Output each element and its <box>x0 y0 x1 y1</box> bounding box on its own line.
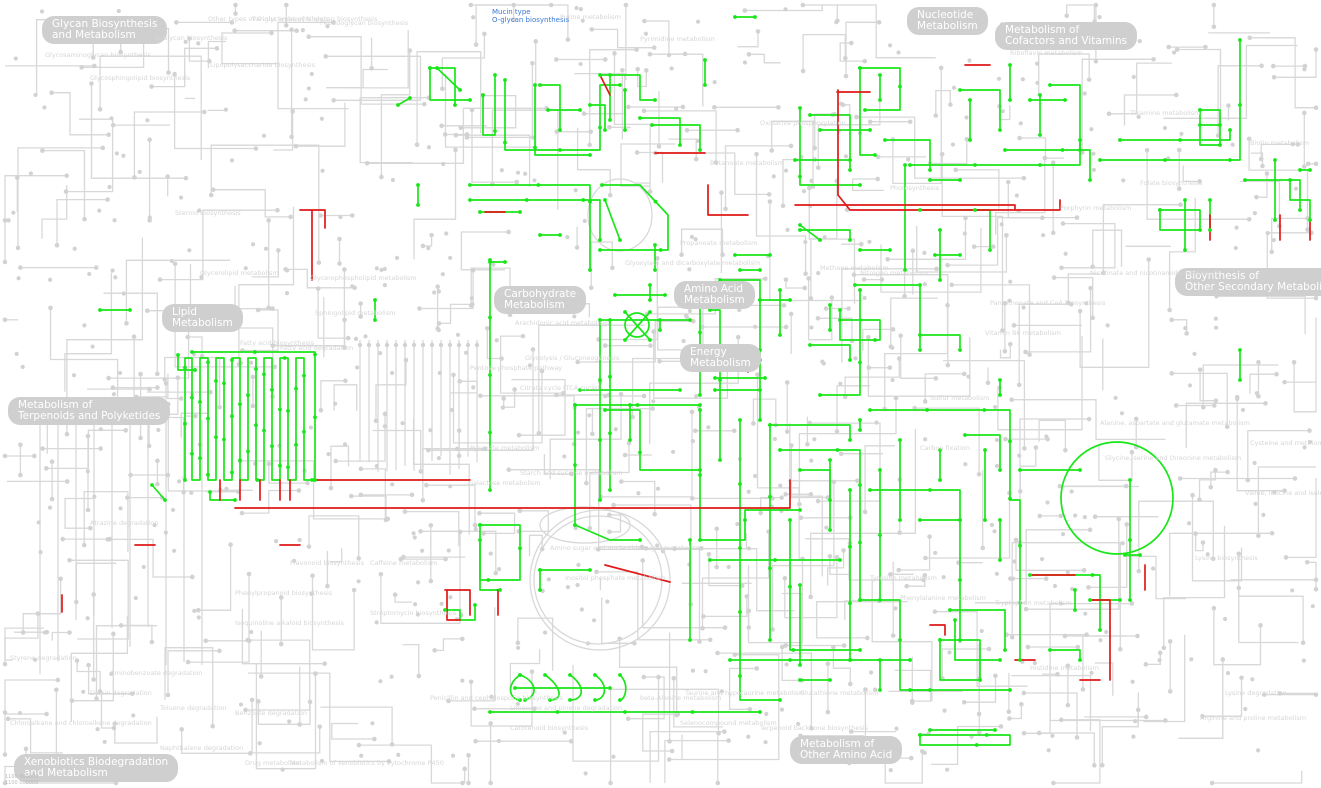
category-label: Metabolism of Other Amino Acid <box>800 738 892 761</box>
pathway-sublabel[interactable]: Carotenoid biosynthesis <box>510 725 588 732</box>
pathway-sublabel[interactable]: Purine metabolism <box>560 14 621 21</box>
pathway-sublabel[interactable]: Glycine, serine and threonine metabolism <box>1105 455 1241 462</box>
pathway-sublabel[interactable]: Inositol phosphate metabolism <box>565 575 665 582</box>
category-label: Metabolism of Cofactors and Vitamins <box>1005 24 1127 47</box>
pathway-sublabel[interactable]: Glycolysis / Gluconeogenesis <box>525 355 619 362</box>
pathway-sublabel[interactable]: Fatty acid degradation <box>280 345 353 352</box>
pathway-sublabel[interactable]: Steroid biosynthesis <box>175 210 241 217</box>
pathway-sublabel[interactable]: Streptomycin biosynthesis <box>370 610 456 617</box>
pathway-sublabel[interactable]: Aminobenzoate degradation <box>110 670 202 677</box>
category-label: Metabolism of Terpenoids and Polyketides <box>18 399 160 422</box>
pathway-sublabel[interactable]: Glycerophospholipid metabolism <box>310 275 417 282</box>
pathway-sublabel[interactable]: Tyrosine metabolism <box>870 575 937 582</box>
category-nucleotide-metabolism[interactable]: Nucleotide Metabolism <box>907 7 988 35</box>
pathway-sublabel[interactable]: Glutathione metabolism <box>800 690 878 697</box>
pathway-sublabel[interactable]: Limonene and pinene degradation <box>510 705 622 712</box>
background-pathway-network <box>5 5 1316 783</box>
pathway-sublabel[interactable]: Phenylalanine metabolism <box>900 595 986 602</box>
pathway-sublabel[interactable]: Glyoxylate and dicarboxylate metabolism <box>625 260 760 267</box>
category-glycan-biosynthesis[interactable]: Glycan Biosynthesis and Metabolism <box>42 16 167 44</box>
category-label: Amino Acid Metabolism <box>684 283 745 306</box>
pathway-sublabel[interactable]: Folate biosynthesis <box>1140 180 1202 187</box>
highlight-line-1: Mucin type <box>492 8 569 16</box>
category-label: Xenobiotics Biodegradation and Metabolis… <box>24 756 168 779</box>
pathway-sublabel[interactable]: Peptidoglycan biosynthesis <box>320 20 408 27</box>
pathway-sublabel[interactable]: Penicillin and cephalosporin biosynthesi… <box>430 695 563 702</box>
pathway-sublabel[interactable]: Metabolism of xenobiotics by cytochrome … <box>290 760 444 767</box>
pathway-sublabel[interactable]: Butanoate metabolism <box>710 160 784 167</box>
pathway-sublabel[interactable]: Isoquinoline alkaloid biosynthesis <box>235 620 344 627</box>
pathway-sublabel[interactable]: Flavonoid biosynthesis <box>290 560 364 567</box>
category-label: Glycan Biosynthesis and Metabolism <box>52 18 157 41</box>
pathway-sublabel[interactable]: Lipopolysaccharide biosynthesis <box>210 62 315 69</box>
pathway-sublabel[interactable]: Toluene degradation <box>160 705 226 712</box>
pathway-sublabel[interactable]: Glycosphingolipid biosynthesis <box>90 75 190 82</box>
highlight-line-2: O-glycan biosynthesis <box>492 16 569 24</box>
pathway-sublabel[interactable]: Terpenoid backbone biosynthesis <box>760 725 868 732</box>
category-label: Nucleotide Metabolism <box>917 9 978 32</box>
pathway-sublabel[interactable]: Oxidative phosphorylation <box>760 120 846 127</box>
pathway-sublabel[interactable]: Sulfur metabolism <box>930 395 990 402</box>
pathway-sublabel[interactable]: Naphthalene degradation <box>160 745 243 752</box>
pathway-sublabel[interactable]: Nitrogen metabolism <box>860 270 928 277</box>
pathway-sublabel[interactable]: Galactose metabolism <box>468 480 541 487</box>
pathway-sublabel[interactable]: Glycosaminoglycan biosynthesis <box>45 52 151 59</box>
pathway-sublabel[interactable]: Dioxin degradation <box>90 690 152 697</box>
pathway-sublabel[interactable]: Arachidonic acid metabolism <box>515 320 609 327</box>
pathway-sublabel[interactable]: Benzoate degradation <box>235 710 307 717</box>
pathway-sublabel[interactable]: Thiamine metabolism <box>1130 110 1201 117</box>
category-lipid-metabolism[interactable]: Lipid Metabolism <box>162 304 243 332</box>
pathway-sublabel[interactable]: Histidine metabolism <box>1030 665 1099 672</box>
pathway-sublabel[interactable]: Lysine biosynthesis <box>1195 555 1258 562</box>
pathway-sublabel[interactable]: Pentose phosphate pathway <box>470 365 562 372</box>
highlighted-pathway-label[interactable]: Mucin type O-glycan biosynthesis <box>492 8 569 24</box>
pathway-sublabel[interactable]: Pyrimidine metabolism <box>640 36 715 43</box>
category-label: Carbohydrate Metabolism <box>504 288 576 311</box>
pathway-sublabel[interactable]: Phenylpropanoid biosynthesis <box>235 590 332 597</box>
pathway-sublabel[interactable]: Carbon fixation <box>920 445 970 452</box>
category-energy-metabolism[interactable]: Energy Metabolism <box>680 344 761 372</box>
pathway-sublabel[interactable]: Chloroalkane and chloroalkene degradatio… <box>10 720 152 727</box>
pathway-sublabel[interactable]: Caffeine metabolism <box>370 560 437 567</box>
pathway-sublabel[interactable]: Photosynthesis <box>890 185 939 192</box>
pathway-sublabel[interactable]: Arginine and proline metabolism <box>1200 715 1306 722</box>
pathway-sublabel[interactable]: Amino sugar and nucleotide sugar metabol… <box>550 545 702 552</box>
pathway-sublabel[interactable]: Pantothenate and CoA biosynthesis <box>990 300 1105 307</box>
pathway-sublabel[interactable]: Pyruvate metabolism <box>470 445 539 452</box>
category-label: Energy Metabolism <box>690 346 751 369</box>
pathway-sublabel[interactable]: Tryptophan metabolism <box>995 600 1072 607</box>
pathway-sublabel[interactable]: Lysine degradation <box>1225 690 1287 697</box>
pathway-sublabel[interactable]: Citrate cycle (TCA cycle) <box>520 385 600 392</box>
category-xenobiotics-biodegradation[interactable]: Xenobiotics Biodegradation and Metabolis… <box>14 754 178 782</box>
pathway-sublabel[interactable]: Alanine, aspartate and glutamate metabol… <box>1100 420 1250 427</box>
pathway-sublabel[interactable]: Valine, leucine and isoleucine degradati… <box>1245 490 1321 497</box>
pathway-sublabel[interactable]: Riboflavin metabolism <box>1010 50 1083 57</box>
pathway-sublabel[interactable]: Cysteine and methionine metabolism <box>1250 440 1321 447</box>
category-carbohydrate-metabolism[interactable]: Carbohydrate Metabolism <box>494 286 586 314</box>
pathway-sublabel[interactable]: Starch and sucrose metabolism <box>520 470 623 477</box>
pathway-sublabel[interactable]: Atrazine degradation <box>90 520 158 527</box>
pathway-sublabel[interactable]: Taurine and hypotaurine metabolism <box>685 690 805 697</box>
pathway-sublabel[interactable]: Glycerolipid metabolism <box>200 270 279 277</box>
pathway-sublabel[interactable]: Nicotinate and nicotinamide metabolism <box>1090 270 1222 277</box>
pathway-sublabel[interactable]: Porphyrin metabolism <box>1060 205 1131 212</box>
category-other-amino-acid[interactable]: Metabolism of Other Amino Acid <box>790 736 902 764</box>
category-terpenoids-polyketides[interactable]: Metabolism of Terpenoids and Polyketides <box>8 397 170 425</box>
pathway-sublabel[interactable]: Vitamin B6 metabolism <box>985 330 1061 337</box>
pathway-sublabel[interactable]: N-Glycan biosynthesis <box>155 35 227 42</box>
pathway-sublabel[interactable]: Styrene degradation <box>10 655 77 662</box>
category-label: Lipid Metabolism <box>172 306 233 329</box>
category-amino-acid-metabolism[interactable]: Amino Acid Metabolism <box>674 281 755 309</box>
category-cofactors-vitamins[interactable]: Metabolism of Cofactors and Vitamins <box>995 22 1137 50</box>
pathway-sublabel[interactable]: Biotin metabolism <box>1250 140 1309 147</box>
corner-mark: 1100 000000 <box>5 781 38 786</box>
pathway-sublabel[interactable]: Sphingolipid metabolism <box>315 310 395 317</box>
pathway-sublabel[interactable]: Propanoate metabolism <box>680 240 757 247</box>
